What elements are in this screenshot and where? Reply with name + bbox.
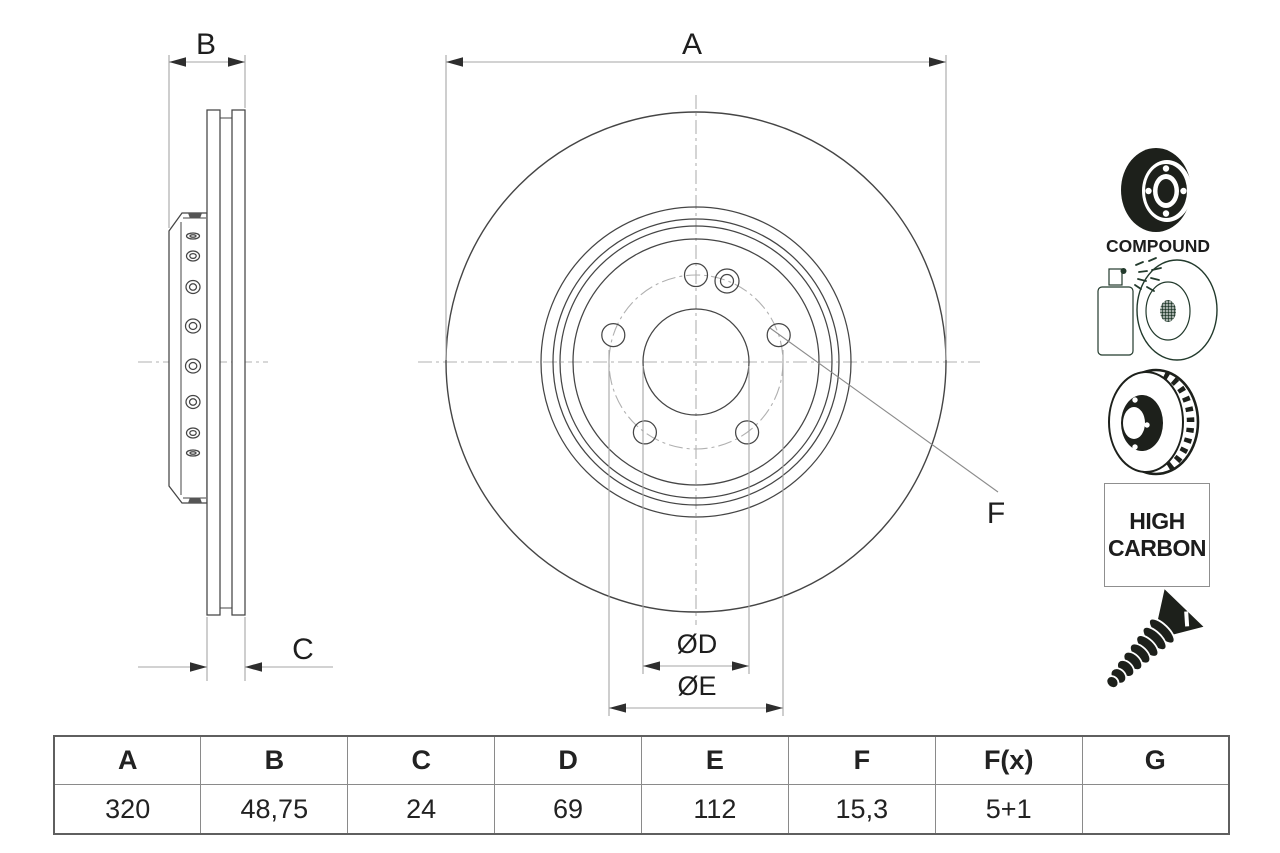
spec-header-a: A — [53, 735, 202, 785]
spec-table-value-row: 320 48,75 24 69 112 15,3 5+1 — [53, 784, 1230, 835]
friction-band-circle-2 — [552, 218, 840, 506]
leader-f: F — [769, 327, 1005, 530]
high-carbon-line2: CARBON — [1108, 535, 1206, 561]
spray-coating-icon — [1097, 257, 1218, 361]
spec-header-e: E — [641, 735, 789, 785]
outer-friction-plate — [231, 109, 246, 616]
spec-value-g — [1081, 784, 1230, 835]
spec-value-f: 15,3 — [787, 784, 936, 835]
spec-header-f: F — [787, 735, 936, 785]
spray-can — [1097, 268, 1134, 356]
dim-a-label: A — [682, 28, 702, 61]
front-view-drawing — [418, 95, 980, 625]
high-carbon-line1: HIGH — [1129, 508, 1185, 534]
spec-table: A B C D E F F(x) G 320 48,75 24 69 112 1… — [53, 735, 1230, 835]
spray-jet — [1134, 257, 1162, 292]
spec-value-a: 320 — [53, 784, 202, 835]
inner-friction-plate — [206, 109, 221, 616]
spec-value-e: 112 — [641, 784, 789, 835]
set-screw-hole — [714, 268, 740, 294]
coated-disc-badge — [1092, 257, 1222, 361]
compound-badge: COMPOUND — [1096, 147, 1220, 257]
compound-disc-icon — [1121, 148, 1192, 232]
friction-band-circle-3 — [559, 225, 833, 499]
hat-edge-circle — [572, 238, 820, 486]
dimension-c: C — [138, 617, 333, 681]
side-view-drawing — [138, 109, 268, 616]
spec-table-container: A B C D E F F(x) G 320 48,75 24 69 112 1… — [53, 735, 1230, 835]
dim-b-label: B — [196, 28, 216, 61]
disc-outer-edge — [445, 111, 947, 613]
spec-header-g: G — [1081, 735, 1230, 785]
friction-band-circle-1 — [540, 206, 852, 518]
dimension-a: A — [445, 28, 947, 360]
spec-header-c: C — [347, 735, 496, 785]
dim-d-label: ØD — [677, 629, 718, 659]
vented-disc-icon — [1108, 368, 1200, 476]
wheel-bolt-holes — [601, 262, 791, 445]
vented-disc-badge — [1100, 366, 1206, 478]
screw-badge — [1098, 588, 1216, 702]
leader-f-label: F — [987, 497, 1005, 530]
spec-table-header-row: A B C D E F F(x) G — [53, 735, 1230, 785]
hat-mounting-holes — [184, 232, 202, 457]
dim-e-label: ØE — [677, 671, 716, 701]
dimension-b: B — [168, 28, 246, 228]
hole-edge-mark-top — [188, 213, 202, 219]
coated-disc — [1136, 259, 1218, 361]
countersunk-screw-icon — [1105, 589, 1204, 689]
spec-value-fx: 5+1 — [934, 784, 1083, 835]
compound-label: COMPOUND — [1105, 236, 1211, 256]
hole-edge-mark-bottom — [188, 497, 202, 503]
spec-header-d: D — [494, 735, 642, 785]
dimension-e: ØE — [608, 350, 784, 716]
center-bore — [642, 308, 750, 416]
high-carbon-badge: HIGH CARBON — [1104, 483, 1210, 587]
spec-header-b: B — [200, 735, 349, 785]
spec-value-c: 24 — [347, 784, 496, 835]
spec-header-fx: F(x) — [934, 735, 1083, 785]
brake-disc-technical-drawing: B C — [138, 28, 1005, 716]
dim-c-label: C — [292, 633, 314, 666]
spec-value-d: 69 — [494, 784, 642, 835]
spec-value-b: 48,75 — [200, 784, 349, 835]
dimension-d: ØD — [642, 366, 750, 674]
hat-section-outline — [168, 212, 208, 504]
